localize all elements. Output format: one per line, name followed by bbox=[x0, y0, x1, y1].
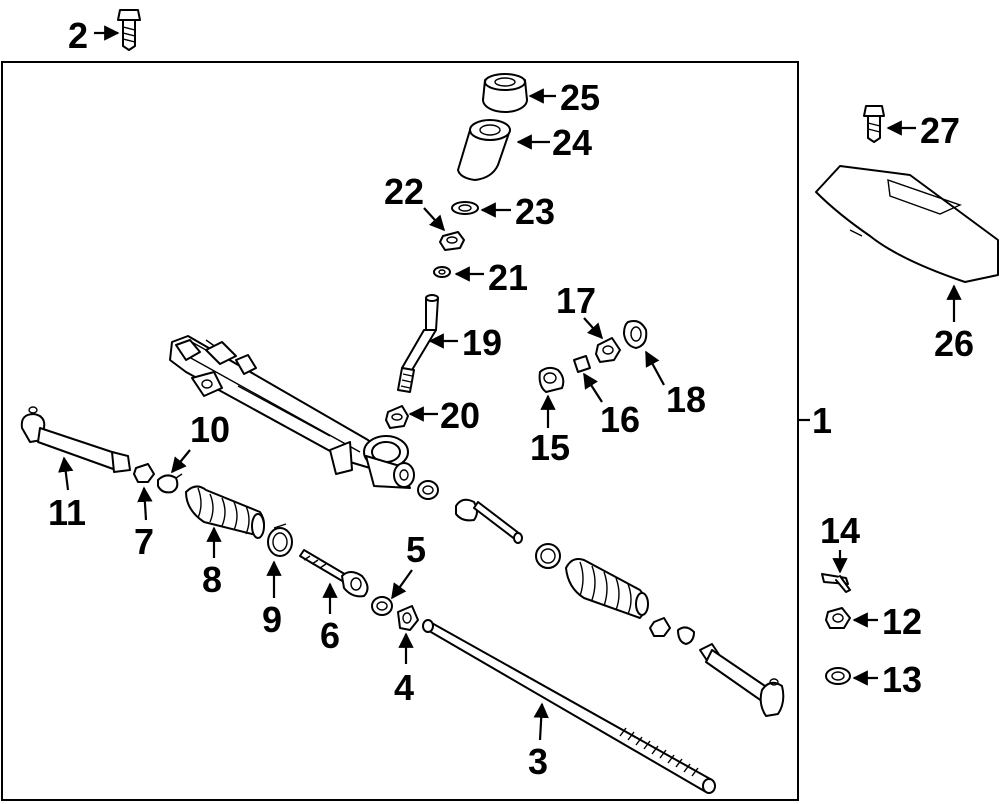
callout-14: 14 bbox=[820, 510, 860, 551]
right-nut bbox=[649, 617, 671, 637]
part-8-boot bbox=[185, 485, 265, 539]
callout-24: 24 bbox=[552, 122, 592, 163]
part-2-bolt bbox=[117, 9, 141, 51]
callout-25: 25 bbox=[560, 77, 600, 118]
part-27-bolt bbox=[863, 105, 885, 143]
callout-1: 1 bbox=[812, 400, 832, 441]
part-16-clip bbox=[573, 355, 591, 373]
part-23-washer bbox=[451, 201, 479, 215]
steering-gear-housing bbox=[169, 335, 415, 489]
right-inner-tie-rod bbox=[455, 498, 523, 544]
part-7-nut bbox=[133, 463, 155, 483]
callout-20: 20 bbox=[440, 395, 480, 436]
callout-8: 8 bbox=[202, 559, 222, 600]
callout-10: 10 bbox=[190, 409, 230, 450]
callout-15: 15 bbox=[530, 427, 570, 468]
callout-26: 26 bbox=[934, 323, 974, 364]
callout-3: 3 bbox=[528, 741, 548, 782]
callout-21: 21 bbox=[488, 257, 528, 298]
part-5-washer bbox=[371, 596, 393, 616]
callout-2: 2 bbox=[68, 15, 88, 56]
right-clamp bbox=[535, 543, 561, 569]
callout-7: 7 bbox=[134, 521, 154, 562]
callout-11: 11 bbox=[48, 492, 86, 533]
part-17-bushing bbox=[595, 337, 621, 363]
part-6-inner-tie-rod bbox=[299, 549, 369, 598]
right-tie-rod-end bbox=[699, 643, 785, 717]
part-10-clamp bbox=[157, 473, 183, 494]
callout-27: 27 bbox=[920, 110, 960, 151]
part-14-cotter-pin bbox=[821, 573, 851, 593]
callout-19: 19 bbox=[462, 322, 502, 363]
part-24-seal bbox=[457, 119, 511, 181]
callout-9: 9 bbox=[262, 599, 282, 640]
part-20-bushing bbox=[385, 405, 409, 429]
part-19-pinion-shaft bbox=[397, 294, 439, 393]
callout-18: 18 bbox=[666, 379, 706, 420]
part-25-cap bbox=[482, 73, 528, 113]
right-clip bbox=[677, 626, 695, 645]
callout-23: 23 bbox=[515, 191, 555, 232]
part-15-bushing bbox=[538, 366, 565, 393]
part-26-heat-shield bbox=[815, 165, 999, 283]
callout-6: 6 bbox=[320, 615, 340, 656]
part-13-washer bbox=[825, 667, 851, 685]
callout-4: 4 bbox=[394, 667, 414, 708]
part-9-clamp bbox=[267, 523, 293, 557]
callout-13: 13 bbox=[882, 659, 922, 700]
part-18-seal-ring bbox=[623, 320, 648, 349]
callout-12: 12 bbox=[882, 601, 922, 642]
part-11-tie-rod-end bbox=[20, 406, 131, 473]
assembly-frame bbox=[1, 61, 799, 801]
right-boot bbox=[565, 558, 649, 619]
part-22-nut bbox=[439, 231, 465, 251]
callout-17: 17 bbox=[556, 280, 596, 321]
part-4-bushing bbox=[397, 605, 419, 631]
part-3-rack-bar bbox=[422, 619, 716, 794]
callout-16: 16 bbox=[600, 399, 640, 440]
part-12-nut bbox=[825, 607, 851, 629]
callout-22: 22 bbox=[384, 171, 424, 212]
part-21-washer bbox=[433, 266, 451, 278]
callout-5: 5 bbox=[406, 529, 426, 570]
rack-washer bbox=[417, 480, 439, 500]
